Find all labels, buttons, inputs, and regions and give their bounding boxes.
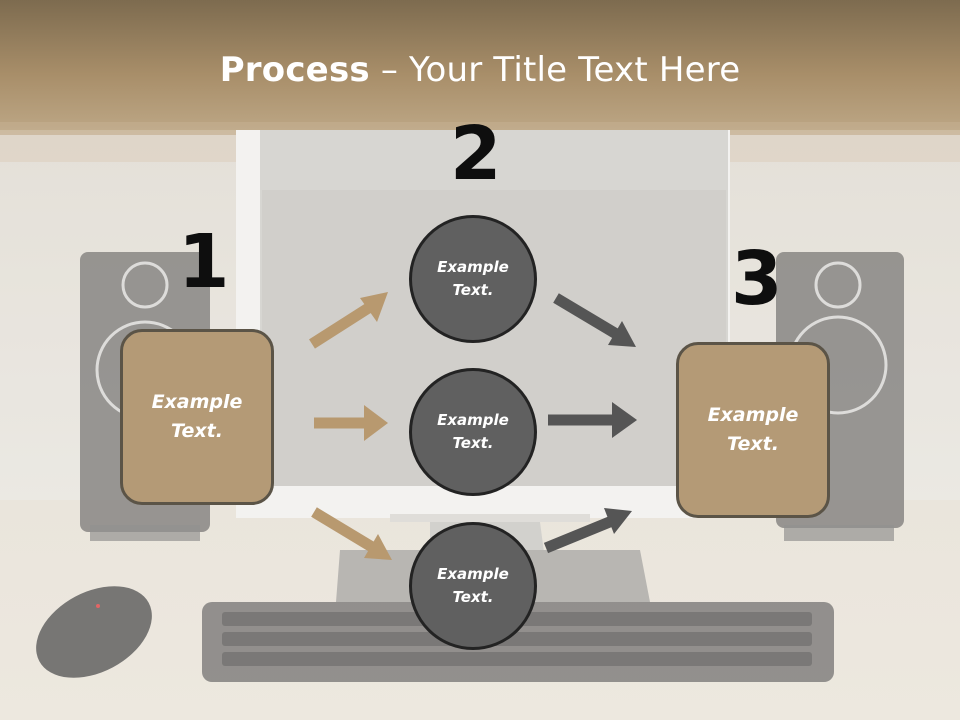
slide-title: Process – Your Title Text Here: [0, 50, 960, 90]
circle-bottom-text: Example Text.: [437, 565, 509, 606]
circle-middle-text: Example Text.: [437, 411, 509, 452]
circle-middle: Example Text.: [409, 368, 537, 496]
title-rest: – Your Title Text Here: [369, 50, 741, 90]
step-number-1: 1: [178, 219, 230, 305]
left-box: Example Text.: [120, 329, 274, 505]
circle-top-text: Example Text.: [437, 258, 509, 299]
step-number-3: 3: [731, 236, 783, 322]
right-box-text: Example Text.: [707, 404, 799, 455]
arrow-left-to-middle: [314, 405, 388, 441]
circle-top: Example Text.: [409, 215, 537, 343]
arrow-top-to-right: [553, 293, 636, 347]
arrow-left-to-top: [309, 292, 388, 349]
arrow-left-to-bottom: [311, 507, 392, 560]
title-bold: Process: [219, 50, 370, 90]
left-box-text: Example Text.: [151, 391, 243, 442]
arrow-middle-to-right: [548, 402, 637, 438]
step-number-2: 2: [450, 111, 502, 197]
right-box: Example Text.: [676, 342, 830, 518]
circle-bottom: Example Text.: [409, 522, 537, 650]
arrow-bottom-to-right: [543, 508, 632, 554]
